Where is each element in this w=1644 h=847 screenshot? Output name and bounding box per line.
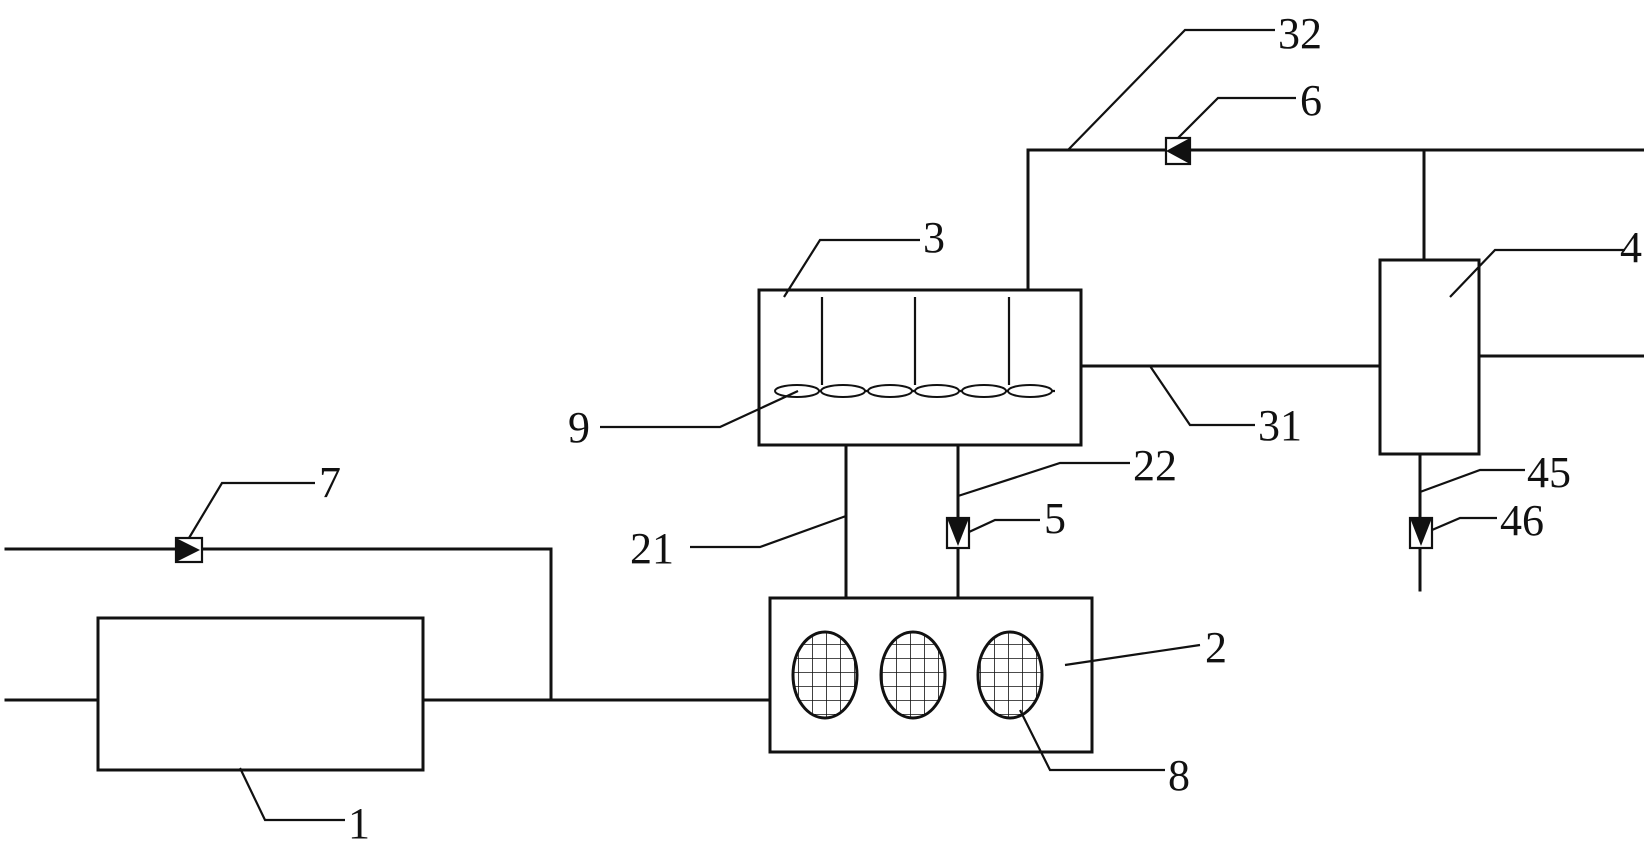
leader-4 — [1449, 248, 1625, 298]
label-22: 22 — [1133, 441, 1177, 490]
leader-31 — [1149, 365, 1255, 427]
leader-8 — [1019, 709, 1165, 772]
stirrer-blade — [914, 384, 960, 398]
label-8: 8 — [1168, 751, 1190, 800]
label-7: 7 — [319, 458, 341, 507]
leader-45 — [1419, 468, 1525, 494]
leader-lines — [188, 28, 1625, 822]
mesh-basket — [976, 630, 1044, 720]
leader-7 — [188, 481, 315, 539]
label-46: 46 — [1500, 496, 1544, 545]
leader-1 — [239, 767, 345, 822]
stirrer-blade — [820, 384, 866, 398]
valve-7-icon — [174, 536, 204, 564]
leader-9 — [600, 390, 799, 429]
label-5: 5 — [1044, 494, 1066, 543]
label-4: 4 — [1620, 223, 1642, 272]
label-1: 1 — [348, 799, 370, 847]
leader-3 — [783, 238, 920, 298]
label-6: 6 — [1300, 76, 1322, 125]
valve-46-icon — [1408, 516, 1434, 550]
pipe-32 — [1026, 148, 1644, 292]
leader-6 — [1177, 96, 1296, 139]
labels: 1 2 3 4 5 6 7 8 9 21 22 31 32 45 46 — [319, 9, 1642, 847]
unit-4-box — [1378, 258, 1481, 456]
label-32: 32 — [1278, 9, 1322, 58]
unit-1-box — [96, 616, 425, 772]
leader-46 — [1431, 516, 1497, 532]
label-31: 31 — [1258, 401, 1302, 450]
leader-22 — [957, 461, 1130, 498]
unit-3 — [757, 288, 1083, 447]
mesh-basket — [791, 630, 859, 720]
unit-2 — [768, 596, 1094, 754]
label-9: 9 — [568, 403, 590, 452]
label-45: 45 — [1527, 448, 1571, 497]
stirrer-blade — [961, 384, 1007, 398]
label-21: 21 — [630, 524, 674, 573]
label-3: 3 — [923, 213, 945, 262]
leader-5 — [968, 518, 1040, 533]
unit-3-box — [757, 288, 1083, 447]
label-2: 2 — [1205, 623, 1227, 672]
stirrer-blade — [1007, 384, 1053, 398]
stirrer-blade — [867, 384, 913, 398]
mesh-basket — [879, 630, 947, 720]
valve-5-icon — [945, 516, 971, 550]
leader-32 — [1067, 28, 1275, 151]
leader-21 — [690, 514, 847, 549]
valve-6-icon — [1164, 136, 1192, 166]
leader-2 — [1064, 643, 1201, 667]
